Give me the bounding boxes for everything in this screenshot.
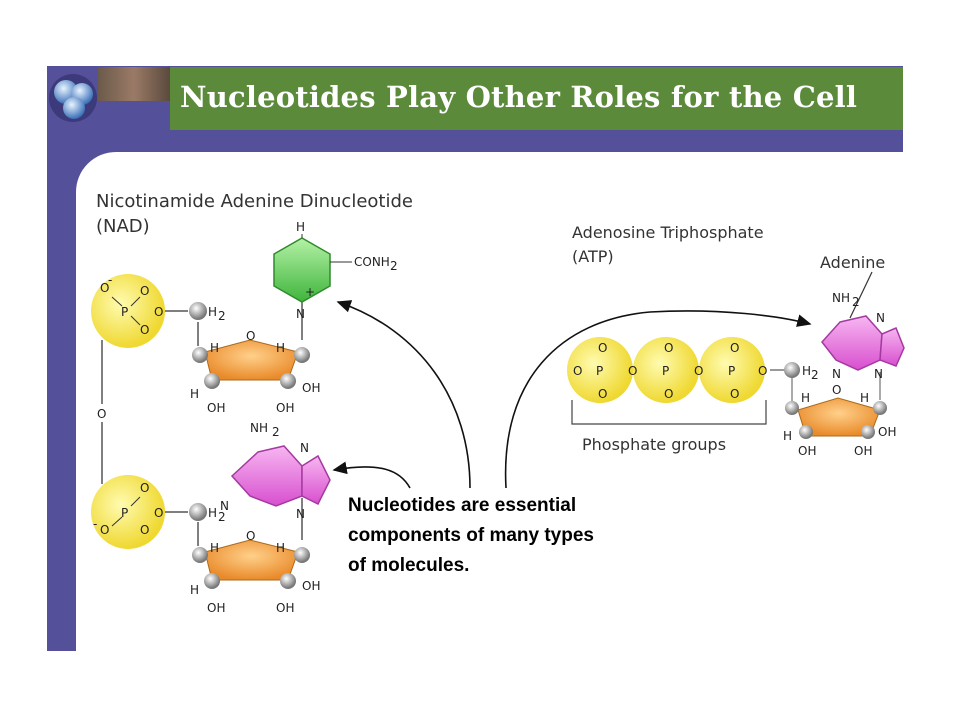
svg-text:N: N	[296, 307, 305, 321]
svg-text:P: P	[121, 305, 128, 319]
svg-text:H: H	[190, 387, 199, 401]
svg-text:O: O	[100, 281, 109, 295]
svg-text:OH: OH	[878, 425, 896, 439]
svg-text:N: N	[832, 367, 841, 381]
svg-text:-: -	[108, 273, 112, 287]
svg-text:H: H	[783, 429, 792, 443]
svg-text:O: O	[628, 364, 637, 378]
svg-text:OH: OH	[276, 601, 294, 615]
svg-text:O: O	[140, 481, 149, 495]
svg-text:N: N	[874, 367, 883, 381]
svg-text:H: H	[208, 305, 217, 319]
svg-text:O: O	[154, 506, 163, 520]
svg-text:N: N	[300, 441, 309, 455]
svg-text:O: O	[664, 341, 673, 355]
svg-text:H: H	[276, 541, 285, 555]
svg-text:OH: OH	[798, 444, 816, 458]
svg-text:N: N	[296, 507, 305, 521]
phosphate-bracket	[571, 400, 767, 425]
svg-text:O: O	[246, 329, 255, 343]
nad-name-line1: Nicotinamide Adenine Dinucleotide	[96, 191, 413, 212]
svg-text:2: 2	[218, 309, 226, 323]
svg-text:O: O	[140, 323, 149, 337]
caption-line3: of molecules.	[348, 555, 469, 576]
svg-text:OH: OH	[276, 401, 294, 415]
molecule-spheres-icon	[49, 74, 97, 122]
svg-text:O: O	[573, 364, 582, 378]
svg-text:2: 2	[272, 425, 280, 439]
svg-text:N: N	[876, 311, 885, 325]
nad-phosphate-bottom: O P O- O O	[91, 475, 165, 549]
svg-text:O: O	[598, 387, 607, 401]
caption-line1: Nucleotides are essential	[348, 495, 576, 516]
svg-text:2: 2	[852, 295, 860, 309]
adenine-label: Adenine	[820, 253, 885, 272]
svg-text:2: 2	[390, 259, 398, 273]
phosphate-groups-label: Phosphate groups	[582, 435, 726, 454]
atp-phosphate-groups: O P O O O P O O O P O O O	[567, 337, 786, 403]
svg-text:O: O	[154, 305, 163, 319]
svg-text:O: O	[246, 529, 255, 543]
svg-text:O: O	[100, 523, 109, 537]
svg-text:OH: OH	[302, 381, 320, 395]
svg-text:H: H	[208, 506, 217, 520]
svg-text:2: 2	[218, 510, 226, 524]
svg-text:+: +	[305, 285, 315, 299]
svg-text:OH: OH	[207, 601, 225, 615]
svg-text:O: O	[758, 364, 767, 378]
caption-line2: components of many types	[348, 525, 594, 546]
svg-text:H: H	[296, 220, 305, 234]
svg-text:O: O	[730, 341, 739, 355]
svg-text:O: O	[140, 523, 149, 537]
nad-nicotinamide-ring: H CONH 2 + N	[273, 220, 398, 321]
svg-text:2: 2	[811, 368, 819, 382]
svg-text:-: -	[93, 517, 97, 531]
svg-text:H: H	[801, 391, 810, 405]
svg-text:O: O	[832, 383, 841, 397]
svg-text:P: P	[596, 364, 603, 378]
nad-adenine-ring: NH 2 N N N	[220, 421, 331, 521]
svg-text:CONH: CONH	[354, 255, 390, 269]
svg-text:H: H	[210, 341, 219, 355]
svg-text:H: H	[276, 341, 285, 355]
slide-title: Nucleotides Play Other Roles for the Cel…	[180, 80, 858, 114]
svg-text:H: H	[802, 364, 811, 378]
svg-text:NH: NH	[250, 421, 268, 435]
pointer-arrows	[332, 300, 812, 489]
svg-text:H: H	[860, 391, 869, 405]
nad-name-line2: (NAD)	[96, 216, 150, 237]
svg-text:NH: NH	[832, 291, 850, 305]
nad-bridge-oxygen: O	[97, 407, 106, 421]
svg-text:O: O	[598, 341, 607, 355]
svg-text:OH: OH	[302, 579, 320, 593]
svg-text:OH: OH	[854, 444, 872, 458]
atp-name-line2: (ATP)	[572, 247, 614, 266]
svg-text:OH: OH	[207, 401, 225, 415]
title-bar	[170, 67, 903, 130]
svg-text:H: H	[210, 541, 219, 555]
svg-text:H: H	[190, 583, 199, 597]
svg-text:O: O	[664, 387, 673, 401]
svg-text:N: N	[220, 499, 229, 513]
svg-text:P: P	[662, 364, 669, 378]
svg-text:O: O	[730, 387, 739, 401]
logo-photo	[98, 67, 170, 101]
atp-name-line1: Adenosine Triphosphate	[572, 223, 764, 242]
svg-text:P: P	[121, 506, 128, 520]
svg-text:O: O	[694, 364, 703, 378]
svg-text:P: P	[728, 364, 735, 378]
svg-text:O: O	[140, 284, 149, 298]
nad-phosphate-top: O- P O O O	[91, 273, 165, 348]
